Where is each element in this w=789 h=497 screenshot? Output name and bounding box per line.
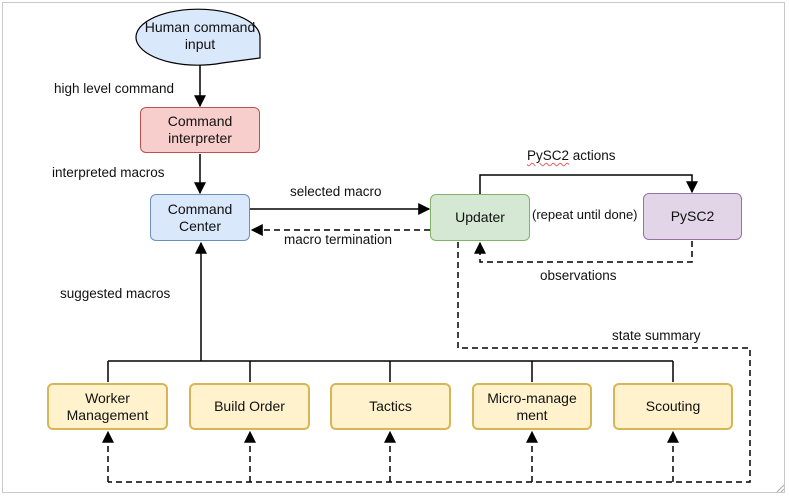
worker-management-node: Worker Management bbox=[47, 383, 168, 430]
human-input-bubble bbox=[135, 8, 261, 66]
pysc2-node: PySC2 bbox=[643, 193, 742, 240]
edge-state-summary bbox=[102, 242, 751, 483]
human-input-label: Human command input bbox=[144, 19, 256, 52]
build-order-node: Build Order bbox=[189, 383, 310, 430]
label-high-level-command: high level command bbox=[54, 81, 175, 96]
label-pysc2-actions-suffix: actions bbox=[569, 148, 616, 163]
command-interpreter-node: Command interpreter bbox=[140, 107, 260, 153]
updater-node: Updater bbox=[430, 194, 530, 241]
resize-grip-icon[interactable] bbox=[775, 483, 785, 493]
label-state-summary: state summary bbox=[612, 328, 701, 343]
label-pysc2-actions-prefix: PySC2 bbox=[527, 148, 570, 163]
label-selected-macro: selected macro bbox=[290, 184, 382, 199]
edge-pysc2-actions bbox=[479, 174, 698, 194]
label-observations: observations bbox=[540, 268, 617, 283]
command-center-node: Command Center bbox=[150, 194, 250, 241]
label-interpreted-macros: interpreted macros bbox=[52, 165, 165, 180]
label-suggested-macros: suggested macros bbox=[60, 286, 171, 301]
scouting-node: Scouting bbox=[613, 383, 733, 430]
label-macro-termination: macro termination bbox=[284, 232, 393, 247]
label-pysc2-actions: PySC2 actions bbox=[527, 148, 616, 163]
micro-management-node: Micro-manage ment bbox=[472, 383, 592, 430]
edge-observations bbox=[474, 241, 693, 263]
label-repeat-until-done: (repeat until done) bbox=[532, 207, 638, 222]
edge-suggested-macros bbox=[107, 241, 674, 382]
tactics-node: Tactics bbox=[330, 383, 451, 430]
